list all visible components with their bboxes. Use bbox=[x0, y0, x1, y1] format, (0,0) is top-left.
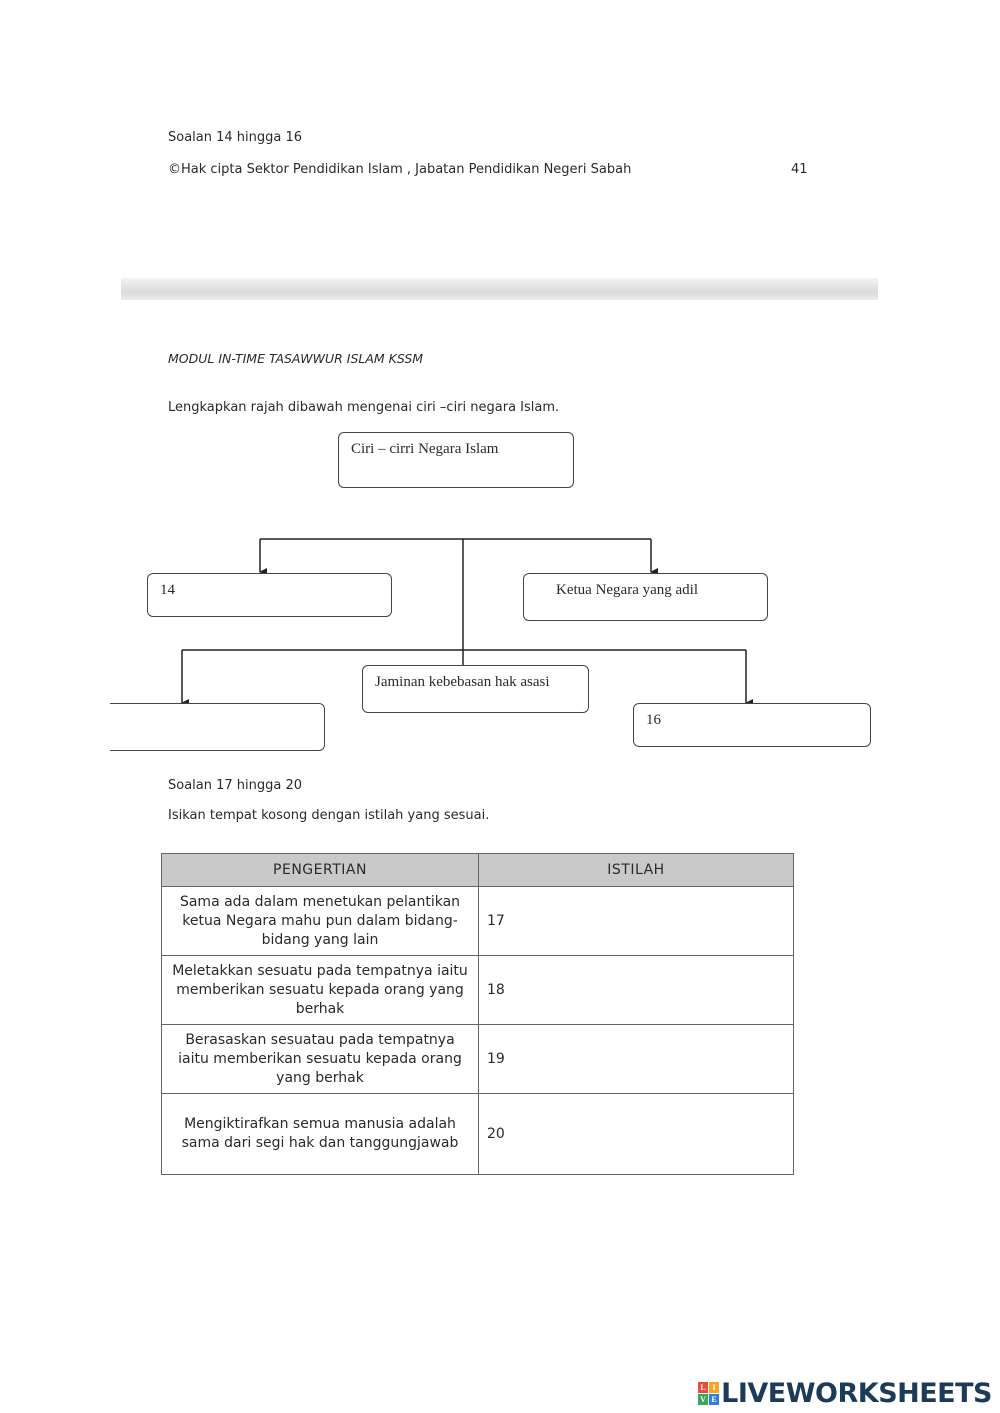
diagram-box-ketua-negara-label: Ketua Negara yang adil bbox=[556, 582, 699, 598]
table-header-row: PENGERTIAN ISTILAH bbox=[161, 853, 794, 887]
terms-table: PENGERTIAN ISTILAH Sama ada dalam menetu… bbox=[161, 853, 794, 1175]
module-title: MODUL IN-TIME TASAWWUR ISLAM KSSM bbox=[168, 351, 424, 366]
copyright-text: ©Hak cipta Sektor Pendidikan Islam , Jab… bbox=[168, 162, 632, 177]
answer-box-16[interactable]: 16 bbox=[633, 703, 871, 747]
table-row: Meletakkan sesuatu pada tempatnya iaitu … bbox=[161, 955, 794, 1025]
answer-box-14-label: 14 bbox=[160, 582, 175, 598]
answer-cell-18[interactable]: 18 bbox=[478, 955, 794, 1025]
logo-letter: E bbox=[709, 1394, 719, 1405]
header-pengertian: PENGERTIAN bbox=[161, 853, 479, 887]
diagram-connectors bbox=[181, 538, 753, 707]
table-row: Sama ada dalam menetukan pelantikan ketu… bbox=[161, 886, 794, 956]
definition-cell: Meletakkan sesuatu pada tempatnya iaitu … bbox=[161, 955, 479, 1025]
page-number: 41 bbox=[791, 162, 808, 177]
section-title-14-16: Soalan 14 hingga 16 bbox=[168, 130, 303, 145]
logo-letter: L bbox=[698, 1382, 708, 1393]
diagram-box-ketua-negara: Ketua Negara yang adil bbox=[523, 573, 768, 621]
answer-box-14[interactable]: 14 bbox=[147, 573, 392, 617]
table-instruction: Isikan tempat kosong dengan istilah yang… bbox=[168, 808, 490, 823]
definition-cell: Sama ada dalam menetukan pelantikan ketu… bbox=[161, 886, 479, 956]
definition-cell: Berasaskan sesuatau pada tempatnya iaitu… bbox=[161, 1024, 479, 1094]
table-row: Mengiktirafkan semua manusia adalah sama… bbox=[161, 1093, 794, 1175]
diagram-box-jaminan: Jaminan kebebasan hak asasi bbox=[362, 665, 589, 713]
page-divider bbox=[121, 278, 878, 300]
section-title-17-20: Soalan 17 hingga 20 bbox=[168, 778, 303, 793]
diagram-box-jaminan-label: Jaminan kebebasan hak asasi bbox=[375, 674, 550, 690]
logo-letter: V bbox=[698, 1394, 708, 1405]
answer-box-16-label: 16 bbox=[646, 712, 661, 728]
diagram-root-label: Ciri – cirri Negara Islam bbox=[351, 441, 499, 457]
table-row: Berasaskan sesuatau pada tempatnya iaitu… bbox=[161, 1024, 794, 1094]
answer-cell-17[interactable]: 17 bbox=[478, 886, 794, 956]
diagram-instruction: Lengkapkan rajah dibawah mengenai ciri –… bbox=[168, 400, 560, 415]
answer-box-15[interactable] bbox=[110, 703, 325, 751]
answer-cell-19[interactable]: 19 bbox=[478, 1024, 794, 1094]
liveworksheets-brand[interactable]: LIVEWORKSHEETS bbox=[721, 1378, 992, 1409]
definition-cell: Mengiktirafkan semua manusia adalah sama… bbox=[161, 1093, 479, 1175]
answer-cell-20[interactable]: 20 bbox=[478, 1093, 794, 1175]
header-istilah: ISTILAH bbox=[478, 853, 794, 887]
logo-letter: I bbox=[709, 1382, 719, 1393]
liveworksheets-logo-icon: L I V E bbox=[698, 1382, 720, 1406]
diagram-root-box: Ciri – cirri Negara Islam bbox=[338, 432, 574, 488]
